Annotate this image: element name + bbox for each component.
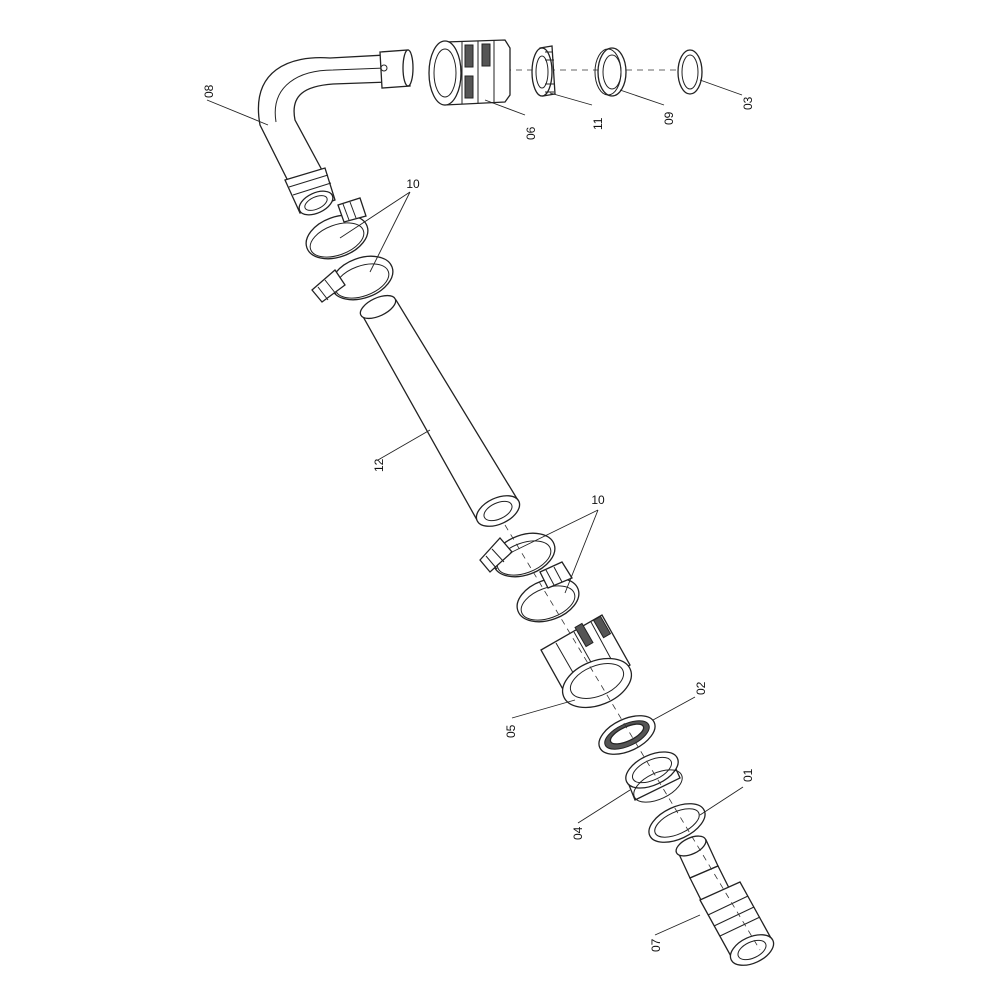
- part-10-lower-clamp-a: [479, 532, 556, 578]
- part-12-straight-hose: [359, 294, 521, 527]
- part-03-o-ring: [677, 49, 703, 95]
- label-02: 02: [694, 681, 708, 695]
- lower-axis-line: [504, 524, 761, 951]
- part-05-nut: [540, 614, 633, 709]
- label-11: 11: [591, 117, 605, 130]
- part-01-o-ring: [648, 803, 706, 843]
- part-04-ring: [625, 751, 683, 803]
- part-labels: 08 10 12 10 06 11 09 03 05 02 04 01 07: [202, 84, 755, 952]
- part-10-upper-clamp-b: [311, 255, 394, 303]
- label-10-lower: 10: [591, 493, 605, 507]
- label-06: 06: [524, 126, 538, 140]
- part-02-toothed-ring: [598, 715, 656, 755]
- label-09: 09: [662, 111, 676, 125]
- label-08: 08: [202, 84, 216, 98]
- part-07-fitting: [675, 835, 775, 966]
- part-08-bent-hose: [257, 49, 414, 216]
- part-09-ring: [594, 47, 627, 97]
- label-04: 04: [571, 826, 585, 840]
- part-10-upper-clamp-a: [305, 197, 369, 260]
- label-01: 01: [741, 768, 755, 782]
- leader-lines: [206, 79, 744, 936]
- label-05: 05: [504, 724, 518, 738]
- label-12: 12: [372, 458, 386, 472]
- part-06-nut: [428, 39, 511, 106]
- label-03: 03: [741, 96, 755, 110]
- label-10-upper: 10: [406, 177, 420, 191]
- part-11-threaded-ring: [531, 45, 556, 97]
- part-10-lower-clamp-b: [516, 561, 580, 623]
- label-07: 07: [649, 938, 663, 952]
